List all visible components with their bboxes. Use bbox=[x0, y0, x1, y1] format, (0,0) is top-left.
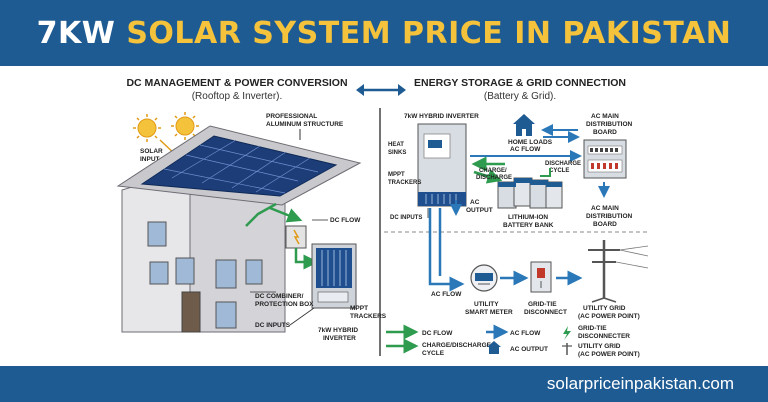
right-panel-title: ENERGY STORAGE & GRID CONNECTION bbox=[414, 77, 626, 89]
home-icon bbox=[513, 114, 535, 136]
home-loads-label: HOME LOADS bbox=[508, 139, 553, 146]
home-icon bbox=[487, 341, 501, 354]
page-title: 7KW SOLAR SYSTEM PRICE IN PAKISTAN bbox=[37, 16, 732, 51]
grid-tie-disconnect-icon bbox=[530, 261, 552, 293]
discharge-cycle-label: CYCLE bbox=[549, 168, 569, 174]
solar-panel-array bbox=[140, 135, 338, 197]
left-panel-title: DC MANAGEMENT & POWER CONVERSION bbox=[126, 77, 347, 89]
grid-tie-label: GRID-TIE bbox=[528, 301, 557, 308]
ac-main-board-label: DISTRIBUTION bbox=[586, 121, 633, 128]
footer-banner: solarpriceinpakistan.com bbox=[0, 366, 768, 402]
discharge-cycle-label: DISCHARGE bbox=[545, 161, 581, 167]
utility-grid-label: (AC POWER POINT) bbox=[578, 313, 640, 320]
battery-bank-label: BATTERY BANK bbox=[503, 222, 554, 229]
house-building bbox=[116, 125, 362, 333]
right-panel-subtitle: (Battery & Grid). bbox=[484, 91, 556, 102]
hybrid-inverter-label: INVERTER bbox=[323, 335, 356, 342]
ac-main-board-label: BOARD bbox=[593, 129, 617, 136]
ac-main-board-label: BOARD bbox=[593, 221, 617, 228]
footer-url: solarpriceinpakistan.com bbox=[546, 374, 734, 393]
legend-charge-cycle: CYCLE bbox=[422, 350, 445, 357]
legend-ac-output: AC OUTPUT bbox=[510, 346, 548, 353]
ac-output-label: AC bbox=[470, 199, 480, 206]
ac-main-board-label: DISTRIBUTION bbox=[586, 213, 633, 220]
dc-inputs-label: DC INPUTS bbox=[390, 215, 422, 221]
hybrid-inverter-label: 7kW HYBRID INVERTER bbox=[404, 113, 479, 120]
charge-discharge-label: CHARGE/ bbox=[479, 168, 507, 174]
utility-pole-icon bbox=[588, 240, 649, 303]
battery-bank-label: LITHIUM-ION bbox=[508, 214, 548, 221]
legend-charge-cycle: CHARGE/DISCHARGE bbox=[422, 342, 492, 349]
grid-tie-label: DISCONNECT bbox=[524, 309, 567, 316]
battery-bank bbox=[497, 177, 563, 209]
legend-utility-grid: (AC POWER POINT) bbox=[578, 351, 640, 358]
utility-grid-label: UTILITY GRID bbox=[583, 305, 626, 312]
sun-icon bbox=[133, 114, 161, 142]
hybrid-inverter bbox=[311, 243, 357, 309]
legend: DC FLOW CHARGE/DISCHARGE CYCLE AC FLOW A… bbox=[386, 324, 640, 358]
utility-pole-icon bbox=[562, 343, 572, 355]
double-arrow-icon bbox=[356, 84, 406, 96]
solar-input-label: SOLAR bbox=[140, 148, 163, 155]
title-main: SOLAR SYSTEM PRICE IN PAKISTAN bbox=[126, 15, 732, 51]
header-banner: 7KW SOLAR SYSTEM PRICE IN PAKISTAN bbox=[0, 0, 768, 66]
legend-grid-tie: DISCONNECTER bbox=[578, 333, 630, 340]
ac-main-board-label: AC MAIN bbox=[591, 113, 619, 120]
distribution-board bbox=[583, 139, 627, 179]
diagram-canvas: DC MANAGEMENT & POWER CONVERSION (Roofto… bbox=[116, 77, 650, 358]
legend-utility-grid: UTILITY GRID bbox=[578, 343, 621, 350]
sun-icon bbox=[171, 112, 199, 140]
solar-input-label: INPUT bbox=[140, 156, 160, 163]
aluminum-structure-label: PROFESSIONAL bbox=[266, 113, 317, 120]
smart-meter-icon bbox=[470, 264, 498, 292]
heat-sinks-label: SINKS bbox=[388, 150, 406, 156]
mppt-trackers-label: MPPT bbox=[388, 172, 405, 178]
ac-flow-label: AC FLOW bbox=[431, 291, 462, 298]
legend-grid-tie: GRID-TIE bbox=[578, 325, 607, 332]
left-panel-subtitle: (Rooftop & Inverter). bbox=[192, 91, 283, 102]
ac-main-board-label: AC MAIN bbox=[591, 205, 619, 212]
legend-ac-flow: AC FLOW bbox=[510, 330, 541, 337]
mppt-trackers-label: TRACKERS bbox=[388, 180, 421, 186]
aluminum-structure-label: ALUMINUM STRUCTURE bbox=[266, 121, 344, 128]
mppt-trackers-label: TRACKERS bbox=[350, 313, 387, 320]
heat-sinks-label: HEAT bbox=[388, 142, 404, 148]
combiner-box-label: PROTECTION BOX bbox=[255, 301, 314, 308]
hybrid-inverter-label: 7kW HYBRID bbox=[318, 327, 358, 334]
combiner-box-label: DC COMBINER/ bbox=[255, 293, 304, 300]
mppt-trackers-label: MPPT bbox=[350, 305, 368, 312]
charge-discharge-label: DISCHARGE bbox=[476, 175, 512, 181]
ac-flow-label: AC FLOW bbox=[510, 146, 541, 153]
smart-meter-label: UTILITY bbox=[474, 301, 499, 308]
hybrid-inverter bbox=[417, 123, 467, 207]
smart-meter-label: SMART METER bbox=[465, 309, 513, 316]
legend-dc-flow: DC FLOW bbox=[422, 330, 453, 337]
dc-flow-label: DC FLOW bbox=[330, 217, 361, 224]
title-prefix: 7KW bbox=[36, 15, 116, 51]
lightning-icon bbox=[563, 326, 571, 340]
dc-inputs-label: DC INPUTS bbox=[255, 322, 291, 329]
ac-output-label: OUTPUT bbox=[466, 207, 493, 214]
